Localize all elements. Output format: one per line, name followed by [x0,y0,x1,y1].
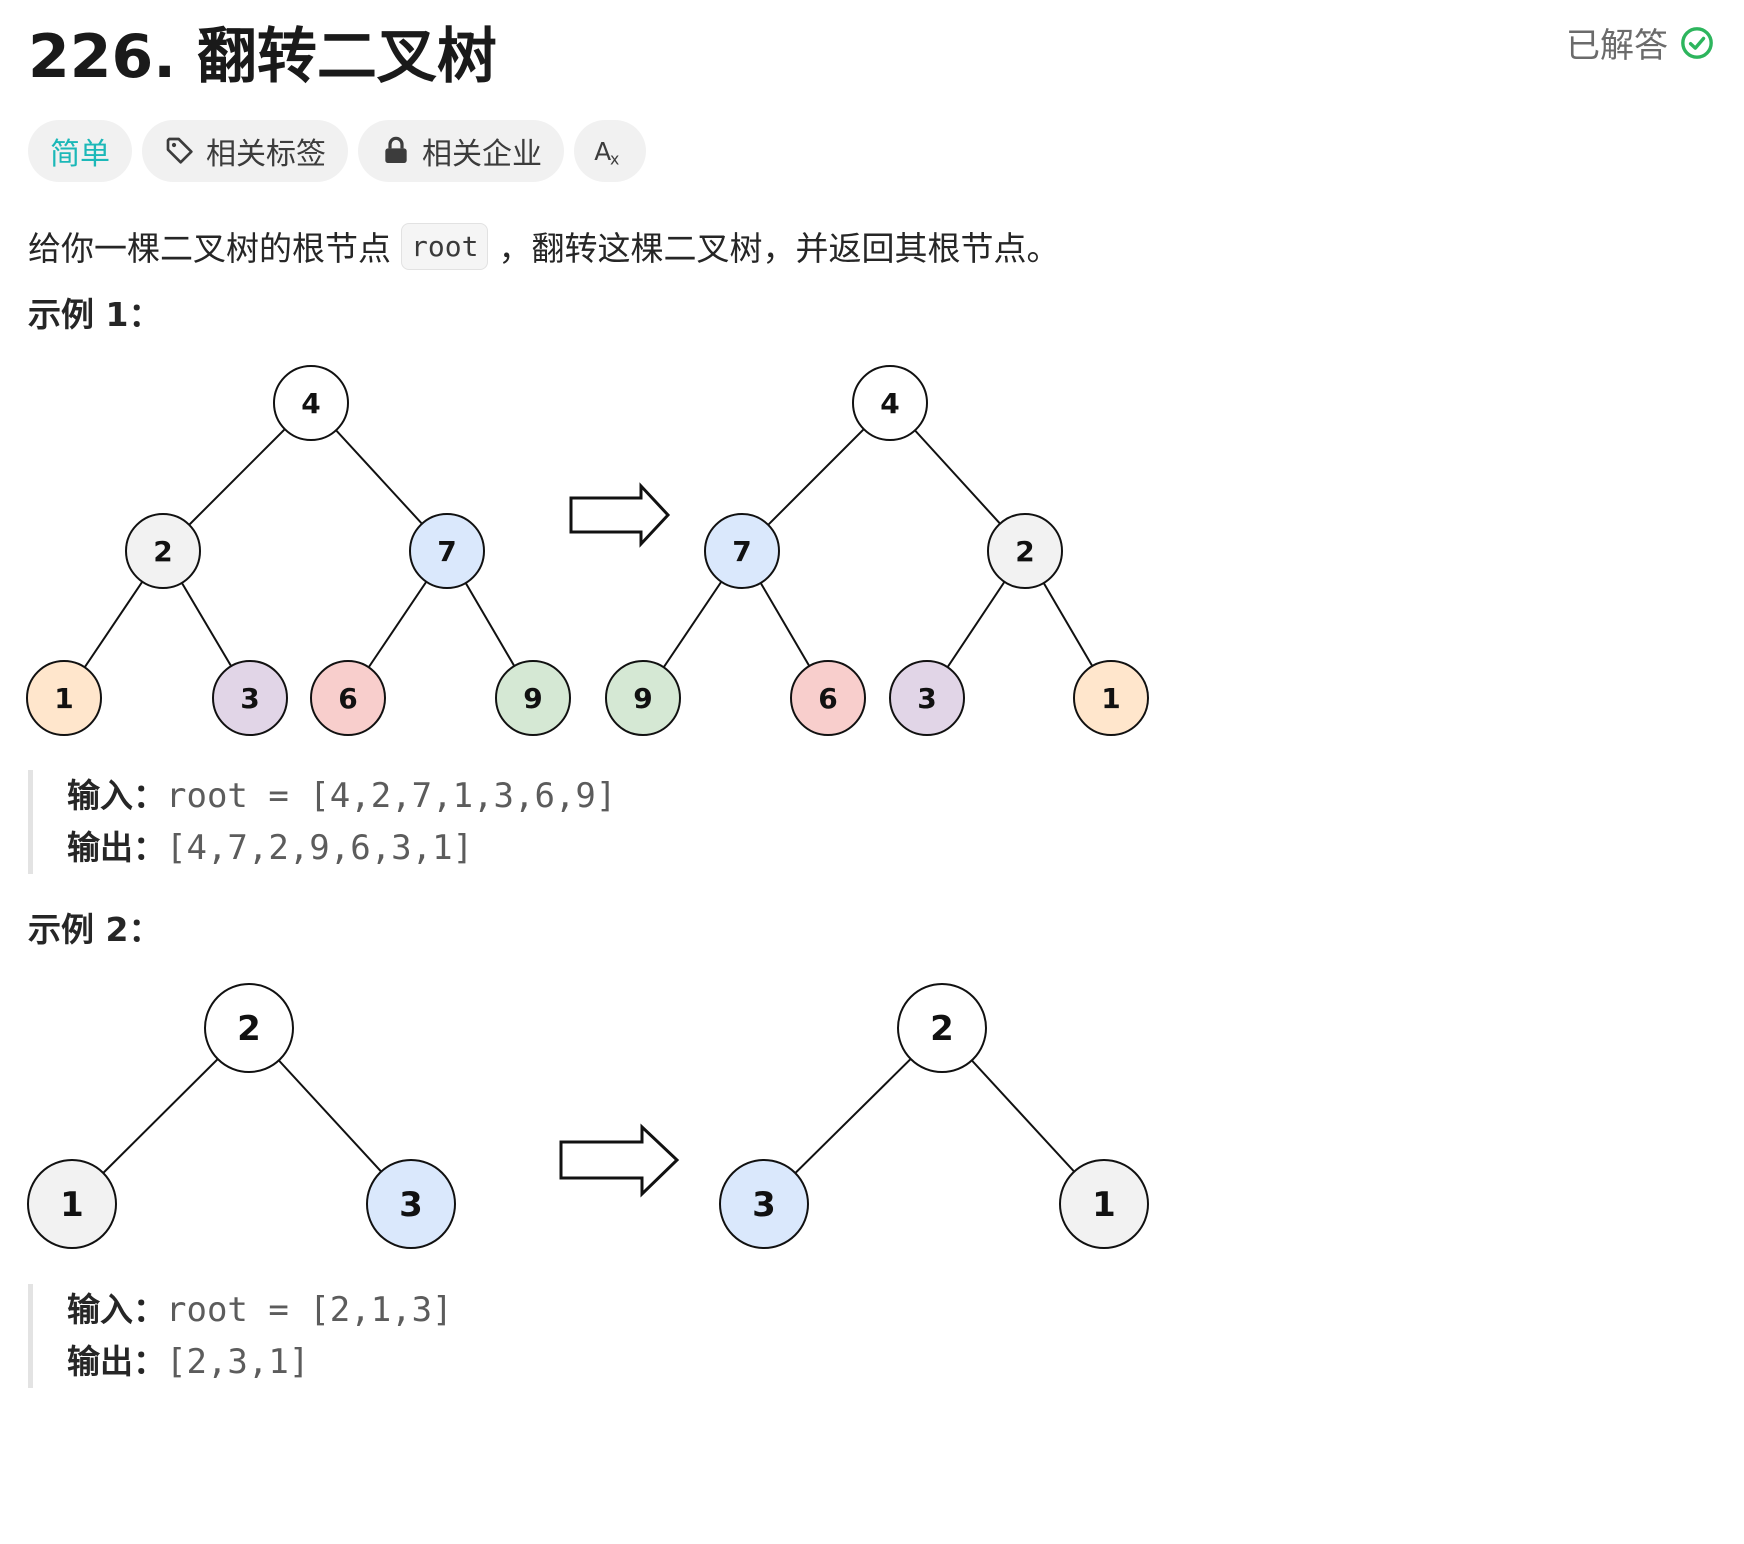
svg-text:x: x [610,150,619,169]
tree-node: 2 [897,983,987,1073]
node-value: 1 [54,682,73,715]
node-value: 9 [633,682,652,715]
output-label: 输出： [67,828,166,867]
inline-code-root: root [401,222,489,270]
solved-status: 已解答 [1566,18,1714,67]
translate-button[interactable]: A x [574,120,646,182]
node-value: 6 [338,682,357,715]
tree-node: 4 [852,365,928,441]
arrow-right-icon [559,1123,680,1198]
tree-node: 1 [1073,660,1149,736]
tag-row: 简单 相关标签 相关企业 A x [28,120,646,182]
example-1-io: 输入：root = [4,2,7,1,3,6,9] 输出：[4,7,2,9,6,… [28,770,616,874]
related-companies-button[interactable]: 相关企业 [358,120,564,182]
example-1-output-line: 输出：[4,7,2,9,6,3,1] [67,822,616,874]
node-value: 7 [732,535,751,568]
tree-node: 3 [212,660,288,736]
tree-node: 9 [605,660,681,736]
node-value: 2 [237,1009,261,1049]
node-value: 3 [917,682,936,715]
example-2-input-line: 输入：root = [2,1,3] [67,1284,453,1336]
node-value: 9 [523,682,542,715]
solved-label: 已解答 [1566,26,1668,66]
node-value: 4 [301,387,320,420]
tree-node: 1 [1059,1159,1149,1249]
node-value: 3 [752,1185,776,1225]
tree-node: 3 [366,1159,456,1249]
related-tags-button[interactable]: 相关标签 [142,120,348,182]
node-value: 7 [437,535,456,568]
node-value: 3 [240,682,259,715]
input-value: root = [4,2,7,1,3,6,9] [166,776,617,816]
example-2-output-line: 输出：[2,3,1] [67,1336,453,1388]
difficulty-badge[interactable]: 简单 [28,120,132,182]
tree-node: 3 [719,1159,809,1249]
translate-icon: A x [594,137,619,169]
node-value: 2 [1015,535,1034,568]
example-1-title: 示例 1： [28,295,162,334]
example-2-io: 输入：root = [2,1,3] 输出：[2,3,1] [28,1284,453,1388]
svg-text:A: A [594,137,611,166]
example-1-input-line: 输入：root = [4,2,7,1,3,6,9] [67,770,616,822]
tree-node: 4 [273,365,349,441]
output-value: [4,7,2,9,6,3,1] [166,828,474,868]
tree-node: 7 [409,513,485,589]
input-label: 输入： [67,1290,166,1329]
tree-node: 9 [495,660,571,736]
node-value: 6 [818,682,837,715]
output-value: [2,3,1] [166,1342,310,1382]
tree-node: 2 [987,513,1063,589]
difficulty-label: 简单 [50,137,110,172]
node-value: 2 [153,535,172,568]
example-2-title: 示例 2： [28,910,162,949]
check-circle-icon [1681,26,1713,59]
tree-node: 6 [790,660,866,736]
arrow-right-icon [569,482,671,548]
tree-node: 1 [26,660,102,736]
description-text-after: ，翻转这棵二叉树，并返回其根节点。 [498,229,1060,268]
node-value: 2 [930,1009,954,1049]
input-value: root = [2,1,3] [166,1290,453,1330]
node-value: 3 [399,1185,423,1225]
node-value: 4 [880,387,899,420]
description-text-before: 给你一棵二叉树的根节点 [28,229,391,268]
node-value: 1 [60,1185,84,1225]
tree-node: 2 [125,513,201,589]
related-tags-label: 相关标签 [206,137,326,172]
tree-node: 7 [704,513,780,589]
lock-icon [385,136,407,163]
problem-description: 给你一棵二叉树的根节点 root ，翻转这棵二叉树，并返回其根节点。 [28,222,1059,270]
tree-node: 1 [27,1159,117,1249]
tree-node: 6 [310,660,386,736]
problem-title: 226. 翻转二叉树 [28,22,497,92]
output-label: 输出： [67,1342,166,1381]
input-label: 输入： [67,776,166,815]
tree-node: 3 [889,660,965,736]
node-value: 1 [1092,1185,1116,1225]
tree-node: 2 [204,983,294,1073]
related-companies-label: 相关企业 [422,137,542,172]
node-value: 1 [1101,682,1120,715]
tag-icon [166,137,193,164]
